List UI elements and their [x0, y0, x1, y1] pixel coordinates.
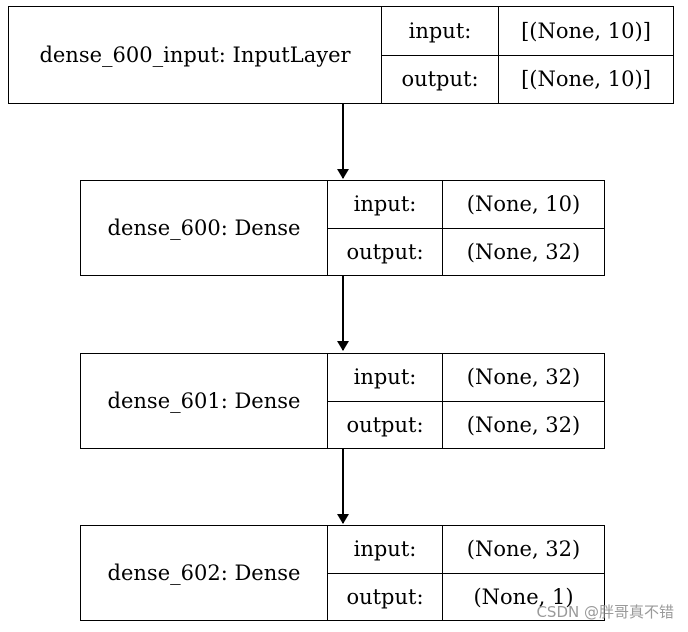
input-shape: (None, 10)	[442, 180, 605, 229]
output-label: output:	[381, 54, 499, 104]
input-label: input:	[327, 180, 443, 229]
layer-name: dense_600: Dense	[80, 180, 328, 276]
node-dense-600: dense_600: Dense input: (None, 10) outpu…	[80, 180, 605, 276]
output-label: output:	[327, 400, 443, 449]
output-label: output:	[327, 227, 443, 276]
layer-name: dense_601: Dense	[80, 353, 328, 449]
output-label: output:	[327, 572, 443, 621]
input-label: input:	[327, 525, 443, 574]
input-shape: (None, 32)	[442, 353, 605, 402]
input-shape: (None, 32)	[442, 525, 605, 574]
layer-name: dense_600_input: InputLayer	[8, 6, 382, 104]
output-shape: [(None, 10)]	[498, 54, 674, 104]
node-dense-601: dense_601: Dense input: (None, 32) outpu…	[80, 353, 605, 449]
output-shape: (None, 1)	[442, 572, 605, 621]
input-shape: [(None, 10)]	[498, 6, 674, 56]
output-shape: (None, 32)	[442, 227, 605, 276]
layer-name: dense_602: Dense	[80, 525, 328, 621]
node-dense-602: dense_602: Dense input: (None, 32) outpu…	[80, 525, 605, 621]
input-label: input:	[327, 353, 443, 402]
node-dense-600-input: dense_600_input: InputLayer input: [(Non…	[8, 6, 674, 104]
output-shape: (None, 32)	[442, 400, 605, 449]
watermark: CSDN @胖哥真不错	[536, 603, 674, 621]
input-label: input:	[381, 6, 499, 56]
